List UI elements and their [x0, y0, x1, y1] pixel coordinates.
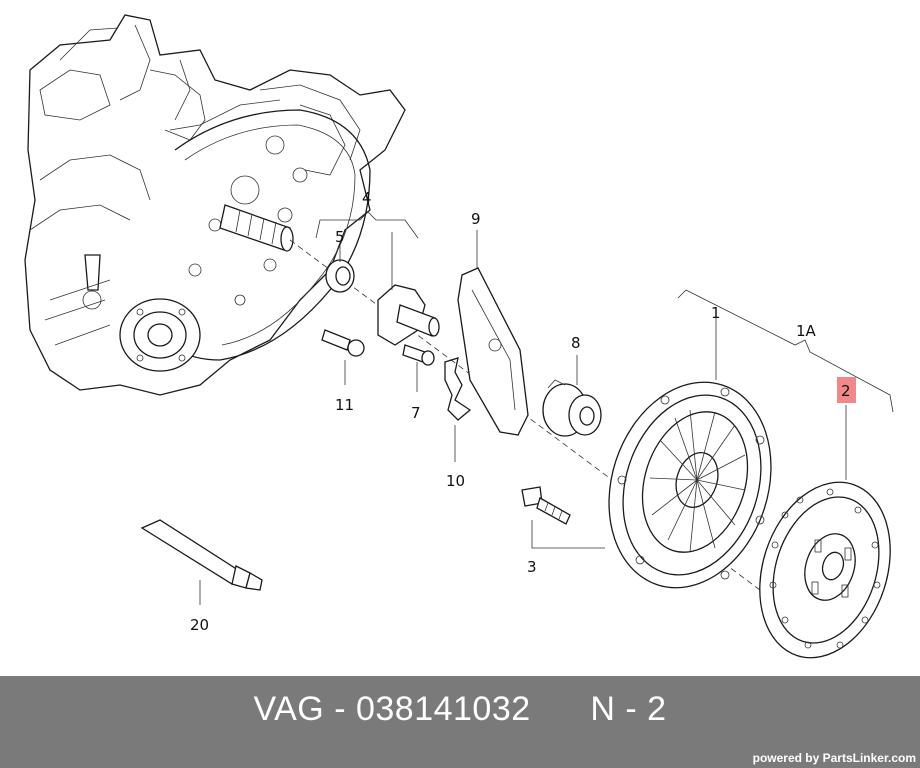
callout-3: 3 [527, 558, 537, 576]
callout-8: 8 [571, 334, 581, 352]
callout-4: 4 [362, 189, 372, 207]
part-4-guide-sleeve [377, 284, 440, 346]
part-3-bolt [521, 486, 571, 525]
exploded-parts-diagram: 1 1A 2 3 4 5 7 8 9 10 11 20 [24, 14, 894, 659]
part-20-grease-tube [140, 519, 263, 591]
callout-7: 7 [411, 404, 421, 422]
leader-lines [199, 211, 894, 605]
part-7-bolt [402, 344, 435, 366]
part-8-release-bearing [542, 379, 602, 437]
callout-5: 5 [335, 228, 345, 246]
gearbox-housing-drawing [24, 14, 406, 396]
part-5-shaft-seal [325, 259, 355, 293]
callout-9: 9 [471, 210, 481, 228]
callout-2-highlight [837, 377, 856, 403]
part-number-text: 038141032 [355, 690, 531, 728]
position-text: N - 2 [590, 690, 667, 728]
part-1-pressure-plate [608, 381, 772, 589]
footer-bar: VAG - 038141032 N - 2 powered by PartsLi… [0, 676, 920, 768]
callout-20: 20 [190, 616, 209, 634]
part-10-retaining-clip [444, 357, 472, 421]
part-2-clutch-disc [759, 481, 891, 659]
brand-text: VAG [253, 690, 325, 728]
callout-10: 10 [446, 472, 465, 490]
powered-by-link[interactable]: powered by PartsLinker.com [752, 751, 916, 765]
callout-2: 2 [841, 382, 851, 400]
callout-1: 1 [711, 304, 721, 322]
callout-1A: 1A [796, 322, 817, 340]
part-info-line: VAG - 038141032 N - 2 [253, 690, 667, 728]
callout-11: 11 [335, 396, 354, 414]
part-9-release-lever [457, 267, 529, 436]
part-11-bolt [321, 329, 365, 357]
